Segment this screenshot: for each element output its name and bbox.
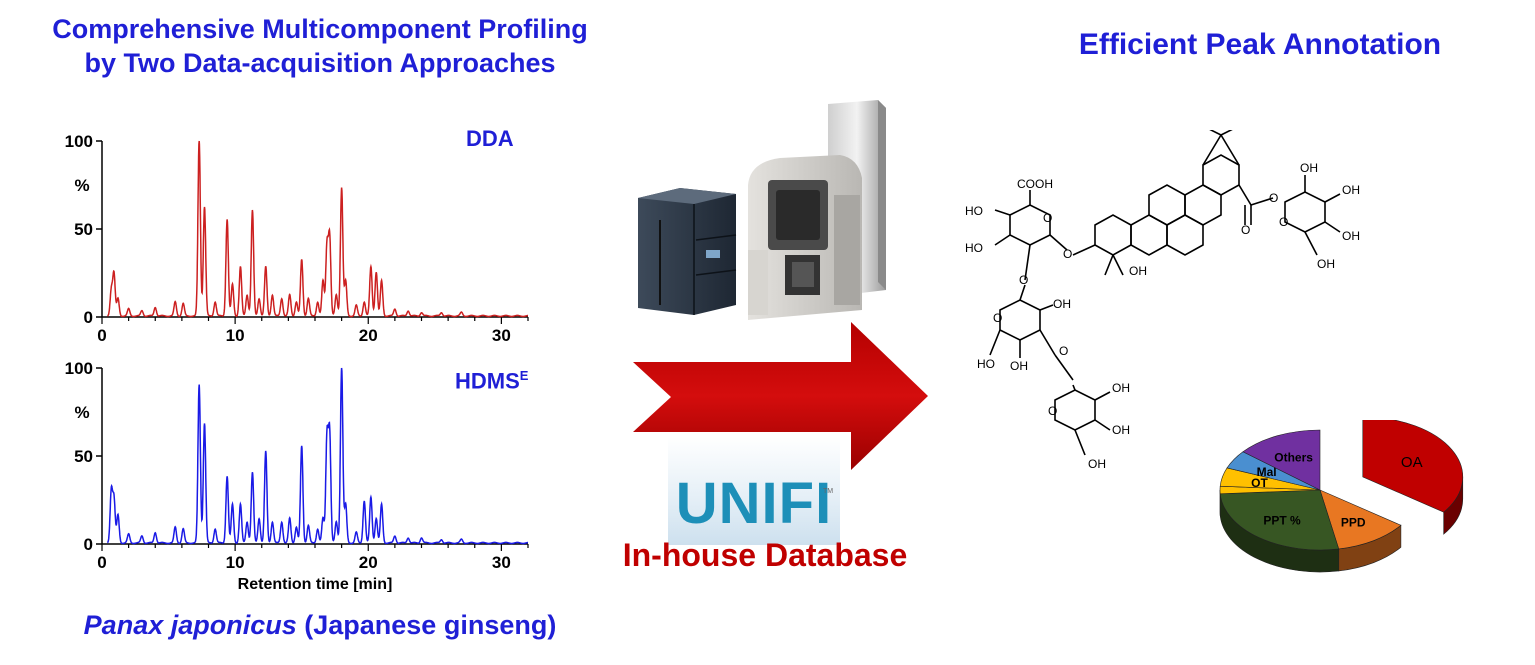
hdmse-label: HDMSE — [455, 368, 528, 394]
label-oh: HO — [977, 357, 995, 371]
species-common-name: (Japanese ginseng) — [296, 610, 557, 640]
label-oh: OH — [1053, 297, 1071, 311]
species-caption: Panax japonicus (Japanese ginseng) — [0, 610, 640, 641]
label-oh: OH — [1342, 229, 1360, 243]
x-tick-label: 0 — [97, 326, 106, 345]
x-tick-label: 0 — [97, 553, 106, 572]
pie-slice — [1362, 420, 1464, 513]
y-axis-label: % — [74, 176, 89, 195]
lcms-instrument-image — [638, 100, 886, 320]
x-tick-label: 20 — [359, 553, 378, 572]
label-o: O — [1279, 215, 1288, 229]
x-tick-label: 20 — [359, 326, 378, 345]
chromatogram-trace — [107, 367, 529, 545]
left-title-line1: Comprehensive Multicomponent Profiling — [52, 14, 588, 44]
pie-slice-label: OA — [1401, 454, 1423, 471]
chromatogram-trace — [107, 140, 529, 318]
label-oh: OH — [1342, 183, 1360, 197]
x-tick-label: 10 — [226, 326, 245, 345]
y-axis-label: % — [74, 403, 89, 422]
hdmse-label-sup: E — [519, 368, 529, 383]
label-oh: OH — [1317, 257, 1335, 271]
label-o: O — [1019, 273, 1028, 287]
label-o: O — [1059, 344, 1068, 358]
label-oh: HO — [965, 204, 983, 218]
pie-slice — [1319, 489, 1402, 550]
label-oh: OH — [1112, 423, 1130, 437]
pie-slice-label: PPT % — [1263, 513, 1301, 527]
database-label: In-house Database — [622, 537, 908, 573]
unifi-logo-background — [668, 437, 840, 545]
x-axis-label: Retention time [min] — [238, 576, 393, 592]
label-oh: OH — [1300, 161, 1318, 175]
label-o: O — [1269, 191, 1278, 205]
pie-slice-label: PPD — [1341, 515, 1366, 529]
label-oh: HO — [965, 241, 983, 255]
label-o: O — [1063, 247, 1072, 261]
pie-slice — [1242, 429, 1321, 491]
label-oh: OH — [1010, 359, 1028, 373]
y-tick-label: 100 — [65, 132, 93, 151]
label-cooh: COOH — [1017, 177, 1053, 191]
y-tick-label: 50 — [74, 447, 93, 466]
pie-slice — [1219, 489, 1340, 551]
label-oh: OH — [1088, 457, 1106, 471]
x-tick-label: 30 — [492, 553, 511, 572]
right-title: Efficient Peak Annotation — [1078, 28, 1442, 61]
pie-slice-label: Others — [1274, 450, 1313, 464]
left-title-line2: by Two Data-acquisition Approaches — [84, 48, 556, 78]
x-tick-label: 10 — [226, 553, 245, 572]
y-tick-label: 0 — [84, 308, 93, 327]
label-o: O — [993, 311, 1002, 325]
y-tick-label: 0 — [84, 535, 93, 554]
label-oh: OH — [1129, 264, 1147, 278]
label-o: O — [1048, 404, 1057, 418]
y-tick-label: 50 — [74, 220, 93, 239]
hdmse-label-text: HDMS — [455, 368, 520, 394]
dda-label: DDA — [466, 126, 514, 151]
unifi-trademark: TM — [823, 488, 834, 495]
species-name: Panax japonicus — [83, 610, 297, 640]
x-tick-label: 30 — [492, 326, 511, 345]
y-tick-label: 100 — [65, 359, 93, 378]
label-o: O — [1241, 223, 1250, 237]
pie-slice-label: OT — [1251, 476, 1268, 490]
label-o: O — [1043, 211, 1052, 225]
saponin-structure: COOH HO HO O O OH O HO O OH OH OH OH O O… — [965, 130, 1360, 471]
unifi-logo-text: UNIFI — [675, 471, 833, 536]
left-title: Comprehensive Multicomponent Profiling b… — [0, 12, 640, 80]
pie-slice-label: Mal — [1257, 465, 1277, 479]
label-oh: OH — [1112, 381, 1130, 395]
dda-chromatogram: 100 50 0% 0 10 20 30 — [65, 132, 529, 345]
process-arrow — [633, 322, 928, 470]
